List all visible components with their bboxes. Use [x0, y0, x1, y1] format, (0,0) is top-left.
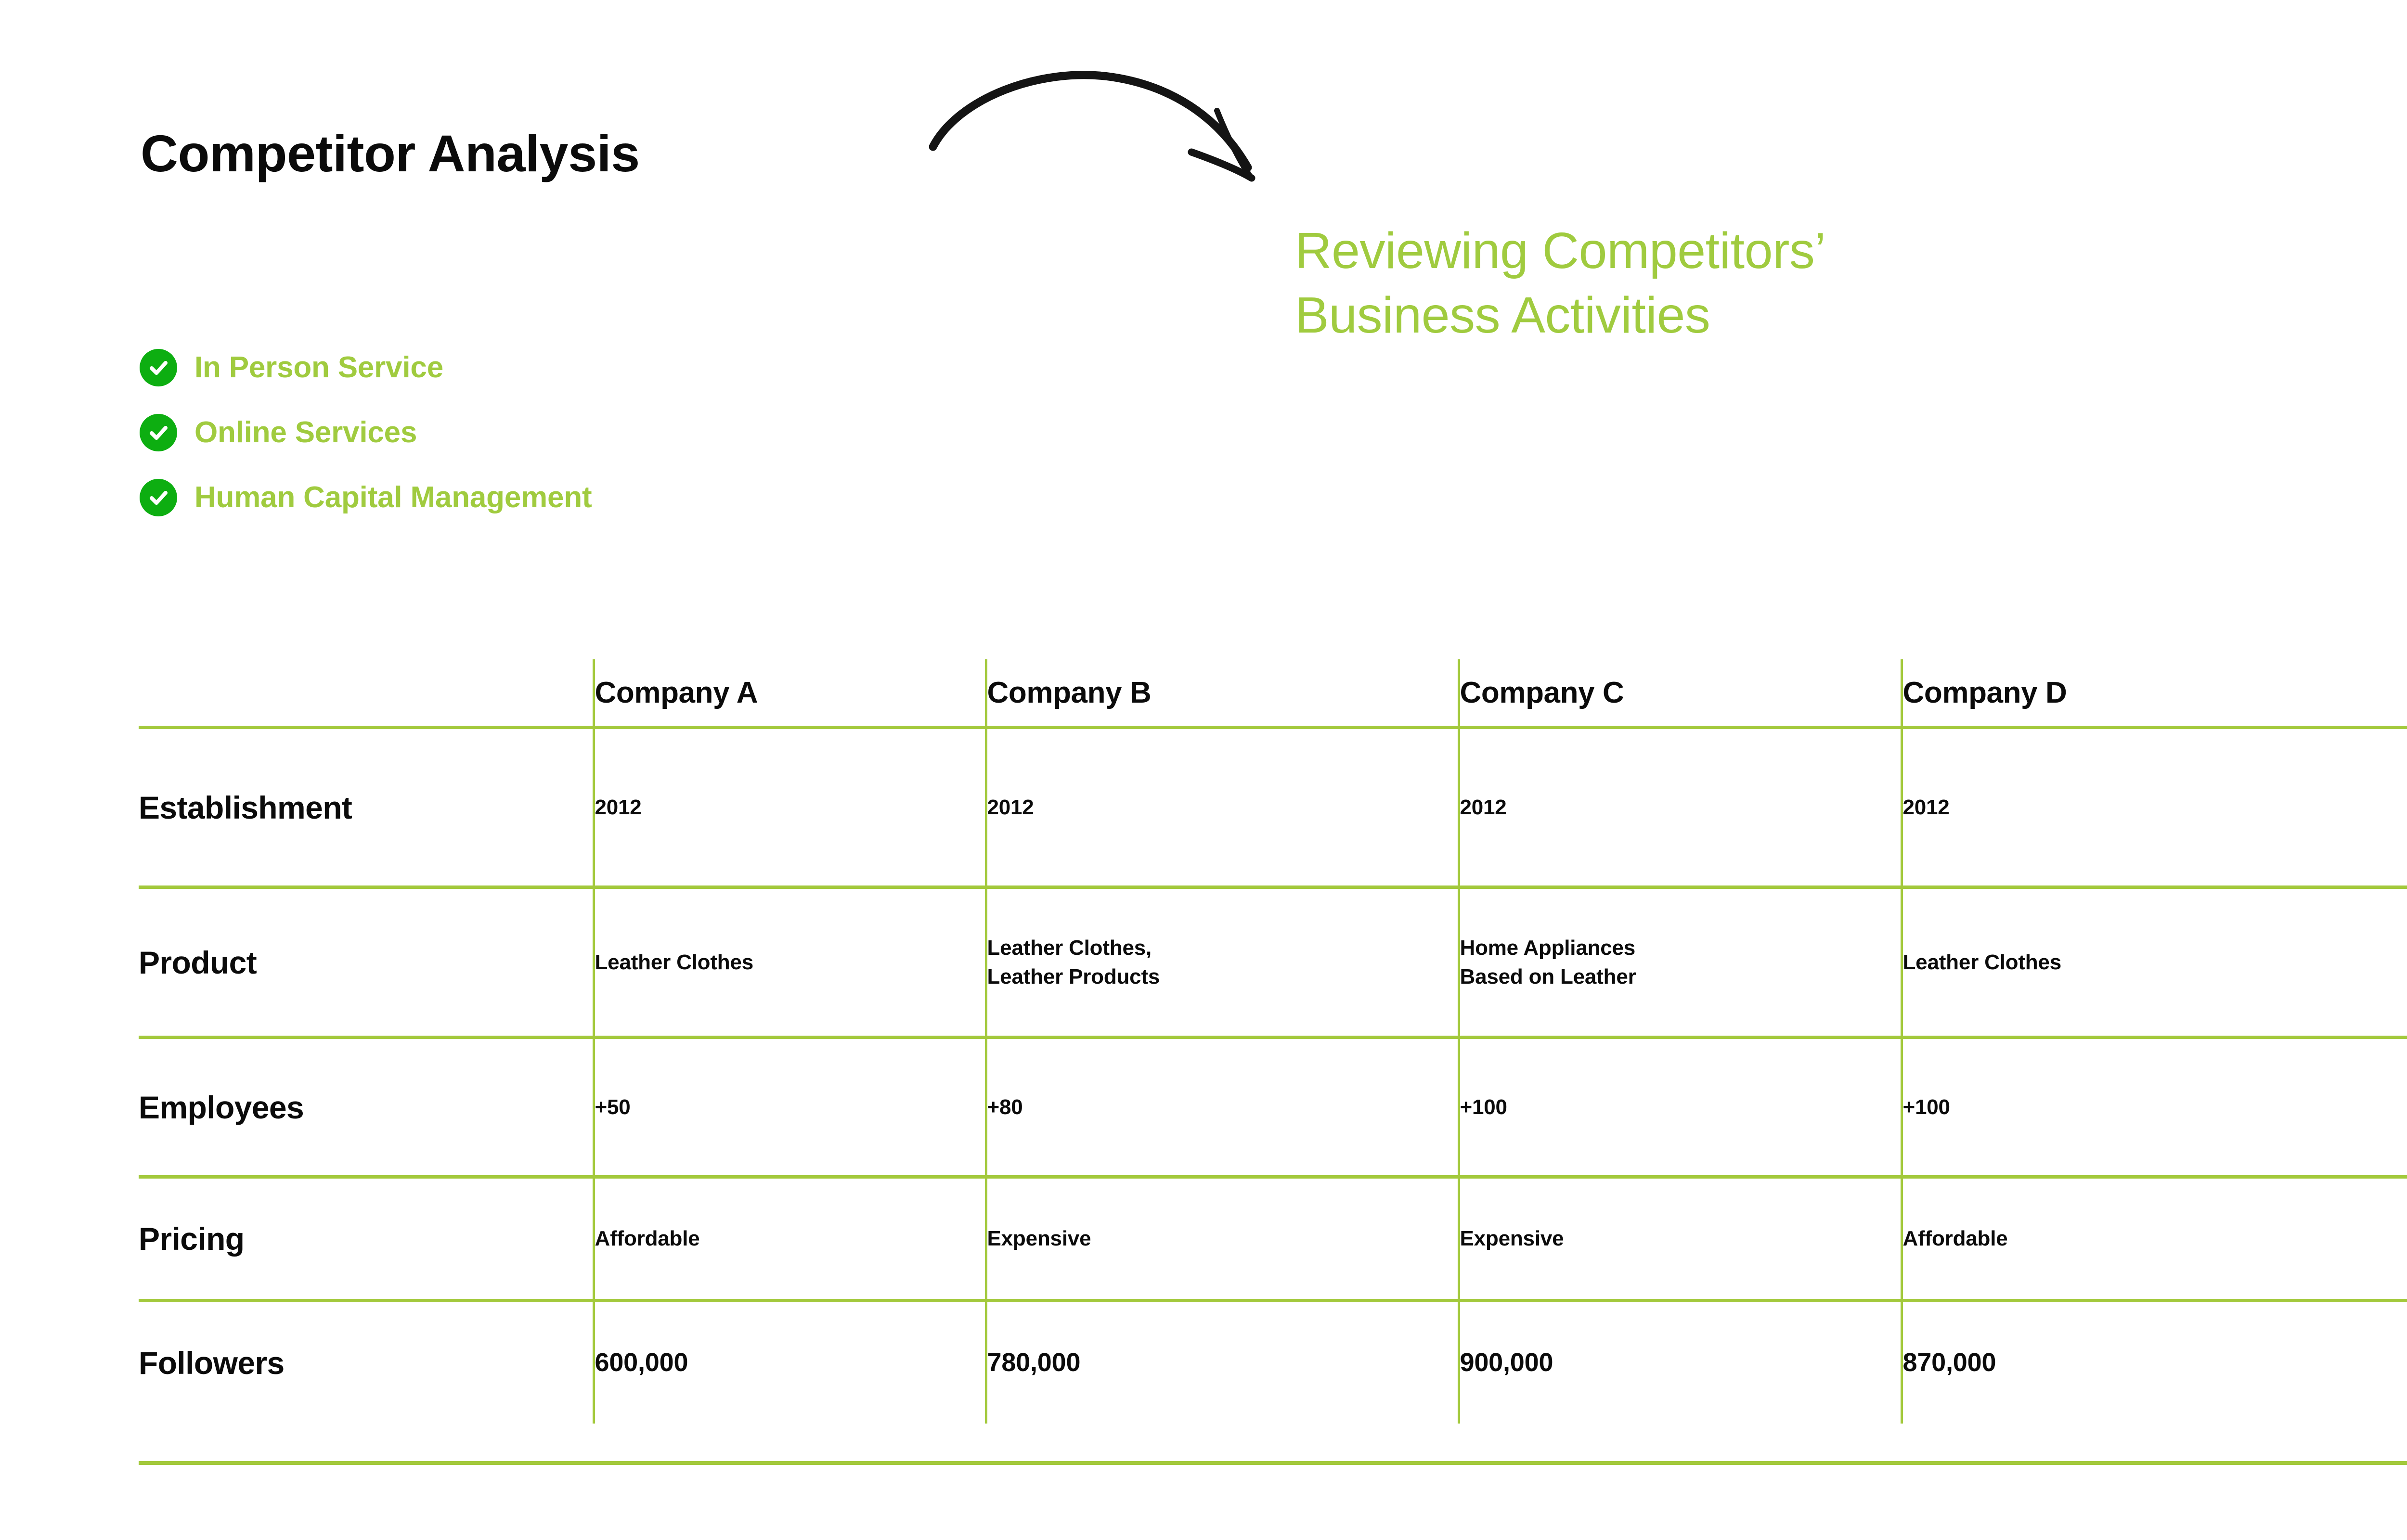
- cell-product-company-a: Leather Clothes: [594, 887, 987, 1039]
- cell-employees-company-c: +100: [1459, 1037, 1903, 1179]
- check-circle-icon: [140, 349, 177, 386]
- table-row: Product Leather Clothes Leather Clothes,…: [139, 887, 2407, 1039]
- table-row: Establishment 2012 2012 2012 2012: [139, 727, 2407, 889]
- column-header-company-d: Company D: [1902, 659, 2407, 729]
- checklist-item-in-person-service[interactable]: In Person Service: [140, 347, 592, 388]
- cell-employees-company-a: +50: [594, 1037, 987, 1179]
- cell-pricing-company-c: Expensive: [1459, 1177, 1903, 1302]
- check-circle-icon: [140, 479, 177, 516]
- column-header-company-b: Company B: [986, 659, 1460, 729]
- page-title: Competitor Analysis: [141, 124, 640, 182]
- cell-followers-company-a: 600,000: [594, 1300, 987, 1424]
- cell-product-company-c: Home Appliances Based on Leather: [1459, 887, 1903, 1039]
- row-label-followers: Followers: [139, 1300, 595, 1424]
- checklist: In Person Service Online Services Human …: [140, 347, 592, 518]
- table-row: Followers 600,000 780,000 900,000 870,00…: [139, 1300, 2407, 1424]
- curved-arrow-icon: [929, 58, 1276, 207]
- table-row: Employees +50 +80 +100 +100: [139, 1037, 2407, 1179]
- row-label-product: Product: [139, 887, 595, 1039]
- cell-pricing-company-a: Affordable: [594, 1177, 987, 1302]
- table-row: Pricing Affordable Expensive Expensive A…: [139, 1177, 2407, 1302]
- checklist-item-online-services[interactable]: Online Services: [140, 412, 592, 453]
- checklist-item-human-capital-management[interactable]: Human Capital Management: [140, 477, 592, 518]
- cell-followers-company-c: 900,000: [1459, 1300, 1903, 1424]
- checklist-item-label: In Person Service: [194, 351, 443, 384]
- cell-product-company-d: Leather Clothes: [1902, 887, 2407, 1039]
- cell-establishment-company-a: 2012: [594, 727, 987, 889]
- table-corner-cell: [139, 659, 595, 729]
- cell-product-company-b: Leather Clothes, Leather Products: [986, 887, 1460, 1039]
- cell-establishment-company-d: 2012: [1902, 727, 2407, 889]
- green-headline: Reviewing Competitors’ Business Activiti…: [1295, 222, 1826, 344]
- column-header-company-a: Company A: [594, 659, 987, 729]
- row-label-establishment: Establishment: [139, 727, 595, 889]
- competitor-comparison-table: Company A Company B Company C Company D …: [139, 659, 2407, 1424]
- cell-employees-company-b: +80: [986, 1037, 1460, 1179]
- checklist-item-label: Online Services: [194, 416, 417, 449]
- cell-followers-company-d: 870,000: [1902, 1348, 1996, 1377]
- table-header-row: Company A Company B Company C Company D: [139, 659, 2407, 729]
- table-bottom-rule: [139, 1461, 2407, 1465]
- cell-employees-company-d: +100: [1902, 1037, 2407, 1179]
- cell-establishment-company-b: 2012: [986, 727, 1460, 889]
- row-label-pricing: Pricing: [139, 1177, 595, 1302]
- cell-pricing-company-b: Expensive: [986, 1177, 1460, 1302]
- cell-establishment-company-c: 2012: [1459, 727, 1903, 889]
- column-header-company-c: Company C: [1459, 659, 1903, 729]
- cell-followers-company-b: 780,000: [986, 1300, 1460, 1424]
- row-label-employees: Employees: [139, 1037, 595, 1179]
- checklist-item-label: Human Capital Management: [194, 481, 592, 514]
- cell-pricing-company-d: Affordable: [1902, 1177, 2407, 1302]
- check-circle-icon: [140, 414, 177, 451]
